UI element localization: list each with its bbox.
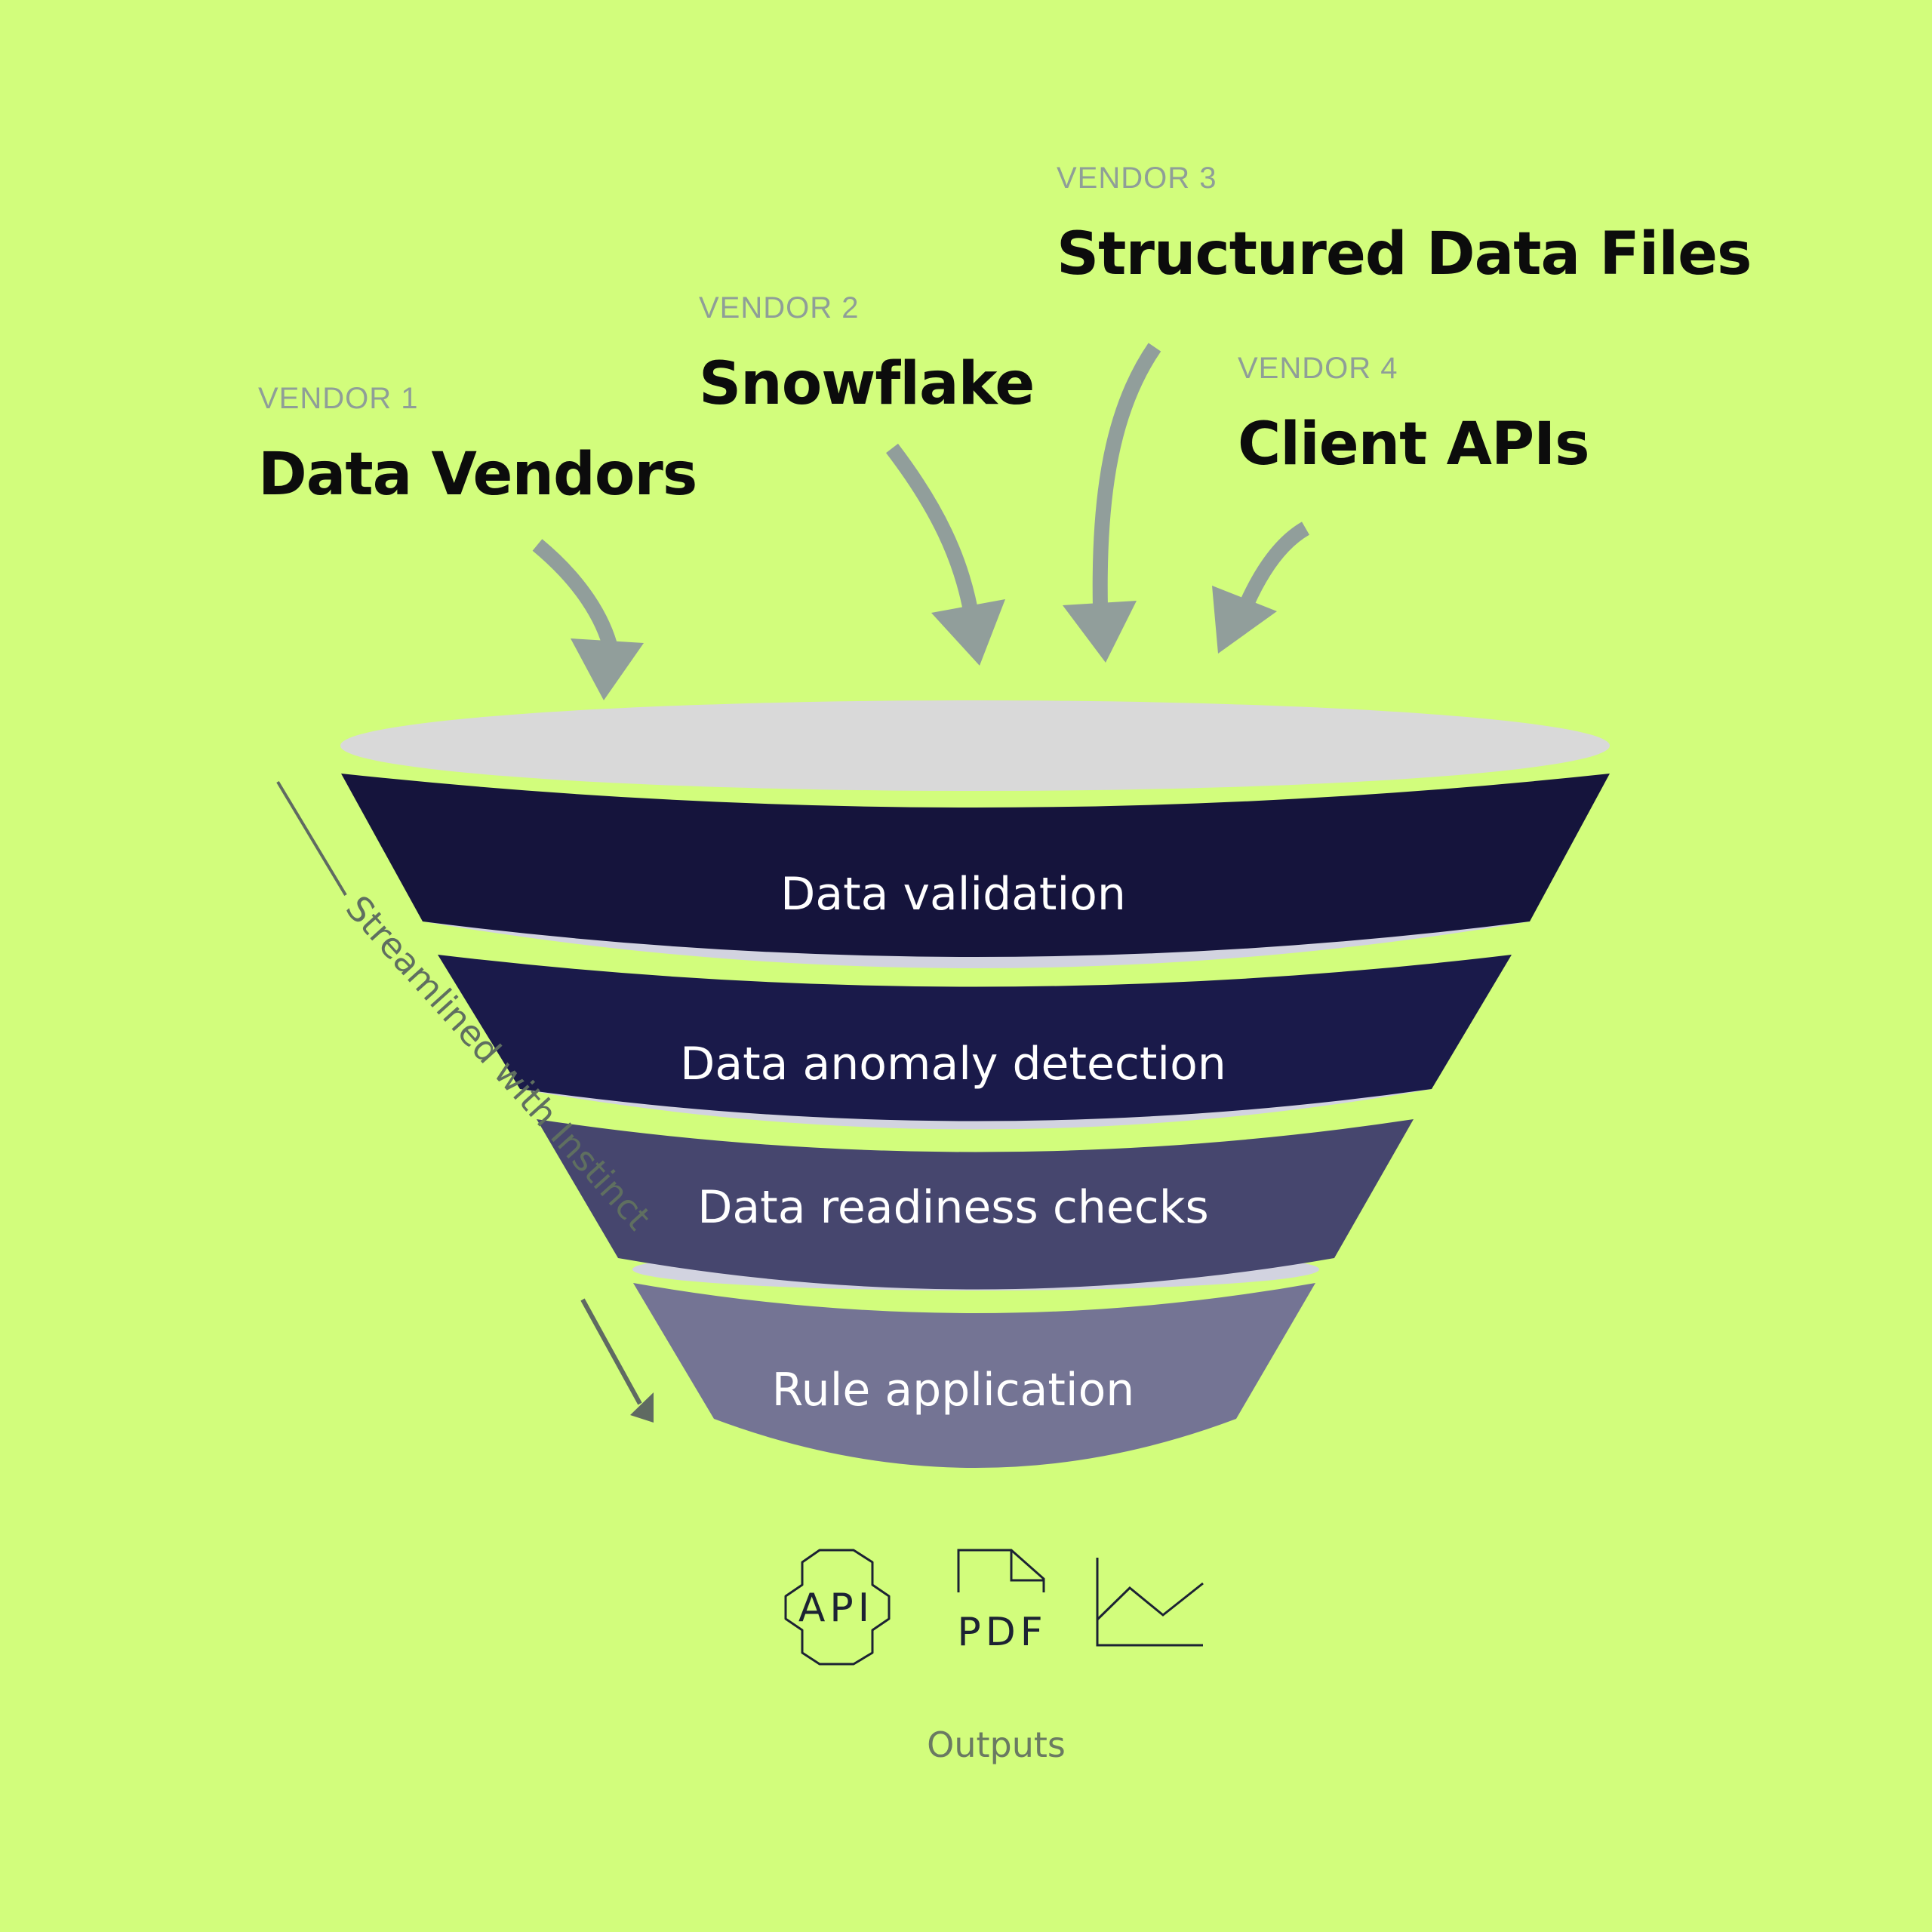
stage-4-label: Rule application [772, 1364, 1135, 1417]
outputs-label: Outputs [927, 1724, 1066, 1765]
stage-3-label: Data readiness checks [697, 1181, 1209, 1234]
api-icon: API [784, 1549, 891, 1666]
vendor-4-arrow-icon [1212, 521, 1310, 654]
line-chart-icon [1096, 1558, 1204, 1647]
vendor-1: VENDOR 1 Data Vendors [258, 383, 697, 504]
vendor-2: VENDOR 2 Snowflake [699, 291, 1035, 418]
stage-1-label: Data validation [780, 868, 1126, 921]
vendor-2-kicker: VENDOR 2 [699, 291, 860, 325]
vendor-1-title: Data Vendors [258, 441, 697, 509]
funnel-rim [340, 700, 1610, 791]
side-arrow-head-icon [630, 1392, 654, 1423]
vendor-3-kicker: VENDOR 3 [1057, 162, 1217, 195]
vendor-4: VENDOR 4 Client APIs [1238, 352, 1590, 478]
outputs-icons: API PDF [784, 1549, 1204, 1666]
vendor-3: VENDOR 3 Structured Data Files [1057, 162, 1752, 288]
vendor-2-arrow-icon [886, 443, 1005, 666]
funnel-stage-3: Data readiness checks [537, 1119, 1414, 1291]
vendor-1-arrow-icon [532, 539, 644, 700]
vendor-3-arrow-icon [1063, 343, 1161, 663]
vendor-2-title: Snowflake [699, 350, 1035, 418]
funnel-stage-4: Rule application [633, 1283, 1315, 1468]
vendor-4-title: Client APIs [1238, 411, 1590, 478]
api-icon-text: API [798, 1586, 874, 1631]
vendor-4-kicker: VENDOR 4 [1238, 352, 1398, 385]
pdf-icon-text: PDF [957, 1610, 1047, 1655]
stage-2-label: Data anomaly detection [680, 1038, 1226, 1091]
vendor-3-title: Structured Data Files [1057, 220, 1752, 288]
pdf-icon: PDF [957, 1549, 1047, 1655]
vendor-arrows [532, 343, 1310, 700]
funnel-stage-2: Data anomaly detection [438, 955, 1512, 1130]
funnel-stage-1: Data validation [341, 774, 1610, 968]
vendor-1-kicker: VENDOR 1 [258, 382, 419, 415]
